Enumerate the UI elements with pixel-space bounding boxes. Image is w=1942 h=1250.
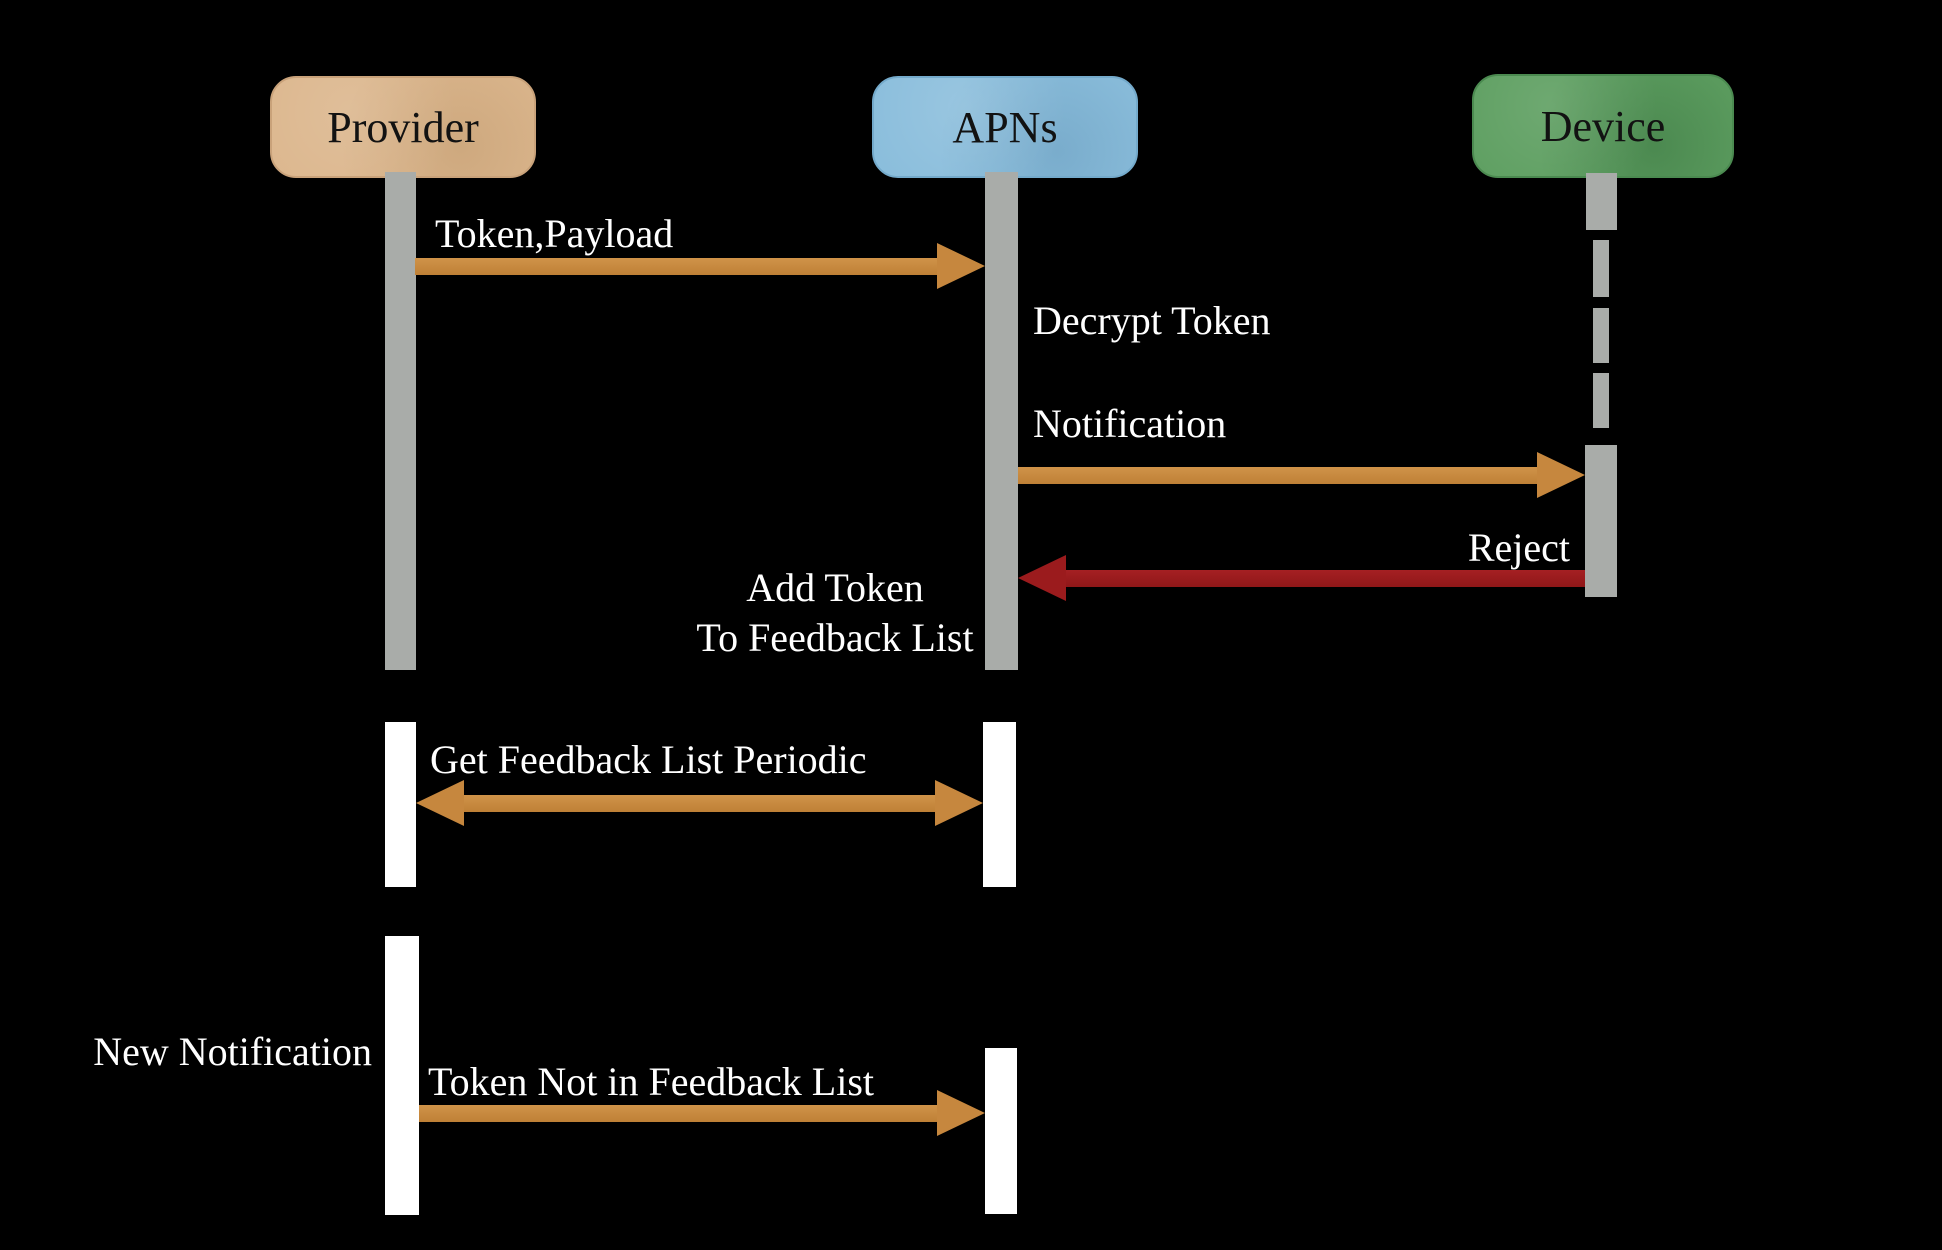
arrow-get-feedback-list xyxy=(416,780,983,826)
arrow-reject xyxy=(1018,555,1585,601)
label-add-token-to-feedback-list: Add Token To Feedback List xyxy=(690,563,980,663)
lifeline-device-dash-3 xyxy=(1593,373,1609,428)
arrowhead-right-icon xyxy=(937,243,985,289)
arrow-shaft xyxy=(415,257,937,275)
lifeline-device-solid xyxy=(1586,173,1617,230)
label-add-token-line2: To Feedback List xyxy=(696,615,974,660)
activation-apns-feedback xyxy=(983,722,1016,887)
lifeline-device-dash-2 xyxy=(1593,308,1609,363)
arrow-shaft xyxy=(419,1104,937,1122)
label-get-feedback-list-periodic: Get Feedback List Periodic xyxy=(430,737,867,782)
arrow-shaft xyxy=(1066,569,1585,587)
activation-provider-feedback xyxy=(385,722,416,887)
label-new-notification: New Notification xyxy=(93,1029,372,1074)
arrow-token-not-in-feedback xyxy=(419,1090,985,1136)
activation-device xyxy=(1585,445,1617,597)
actor-label-provider: Provider xyxy=(327,102,479,152)
label-decrypt-token: Decrypt Token xyxy=(1033,298,1271,343)
arrow-token-payload xyxy=(415,243,985,289)
lifeline-provider xyxy=(385,172,416,670)
arrowhead-left-icon xyxy=(416,780,464,826)
actor-box-device: Device xyxy=(1472,74,1734,178)
arrowhead-left-icon xyxy=(1018,555,1066,601)
actor-label-device: Device xyxy=(1540,101,1666,151)
arrow-shaft xyxy=(1018,466,1537,484)
label-token-payload: Token,Payload xyxy=(435,211,674,256)
label-add-token-line1: Add Token xyxy=(746,565,924,610)
arrow-shaft xyxy=(464,794,935,812)
actor-box-apns: APNs xyxy=(872,76,1138,178)
lifeline-apns xyxy=(985,172,1018,670)
arrowhead-right-icon xyxy=(1537,452,1585,498)
label-token-not-in-feedback-list: Token Not in Feedback List xyxy=(428,1059,874,1104)
activation-apns-new-notification xyxy=(985,1048,1017,1214)
actor-box-provider: Provider xyxy=(270,76,536,178)
activation-provider-new-notification xyxy=(385,936,419,1215)
arrowhead-right-icon xyxy=(935,780,983,826)
label-notification: Notification xyxy=(1033,401,1227,446)
lifeline-device-dash-1 xyxy=(1593,240,1609,297)
arrow-notification xyxy=(1018,452,1585,498)
label-reject: Reject xyxy=(1467,525,1570,570)
arrowhead-right-icon xyxy=(937,1090,985,1136)
actor-label-apns: APNs xyxy=(952,102,1058,152)
